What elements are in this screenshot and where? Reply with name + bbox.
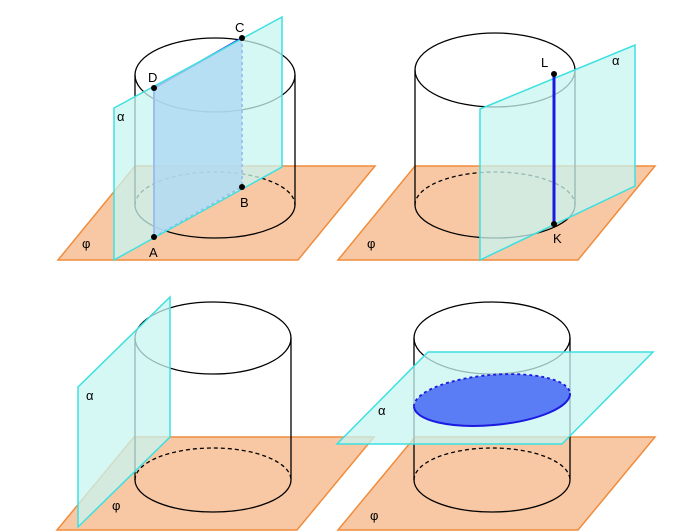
section-ellipse-back-arc: [413, 373, 571, 407]
cylinder-bottom-front-arc: [413, 479, 571, 513]
label-b: B: [240, 195, 249, 210]
point-a: [151, 234, 157, 240]
plane-alpha: [479, 43, 636, 262]
point-k: [551, 221, 557, 227]
label-phi: φ: [82, 236, 90, 251]
label-alpha: α: [86, 388, 94, 403]
label-k: K: [553, 231, 562, 246]
section-ellipse: [414, 374, 570, 426]
label-phi: φ: [370, 508, 378, 523]
label-phi: φ: [367, 236, 375, 251]
label-a: A: [149, 245, 158, 260]
point-b: [239, 184, 245, 190]
label-alpha: α: [378, 403, 386, 418]
section-ellipse-front-arc: [413, 393, 572, 427]
label-phi: φ: [112, 498, 120, 513]
plane-alpha: [113, 15, 283, 262]
cylinder-bottom-back-arc: [413, 447, 571, 481]
label-alpha: α: [117, 109, 125, 124]
label-l: L: [541, 55, 548, 70]
label-d: D: [148, 70, 157, 85]
plane-phi: [336, 436, 657, 531]
plane-alpha: [77, 295, 171, 529]
cylinder-bottom-front-arc: [134, 479, 292, 513]
panel-rectangle-section: A B C D α φ: [56, 15, 377, 262]
panel-no-intersection: α φ: [55, 295, 376, 531]
panel-tangent-line-section: L K α φ: [336, 32, 657, 262]
point-d: [151, 85, 157, 91]
label-alpha: α: [612, 53, 620, 68]
point-l: [551, 71, 557, 77]
point-c: [239, 35, 245, 41]
panel-ellipse-section: α φ: [335, 301, 657, 531]
cylinder-bottom-back-arc: [134, 447, 292, 481]
label-c: C: [235, 20, 244, 35]
